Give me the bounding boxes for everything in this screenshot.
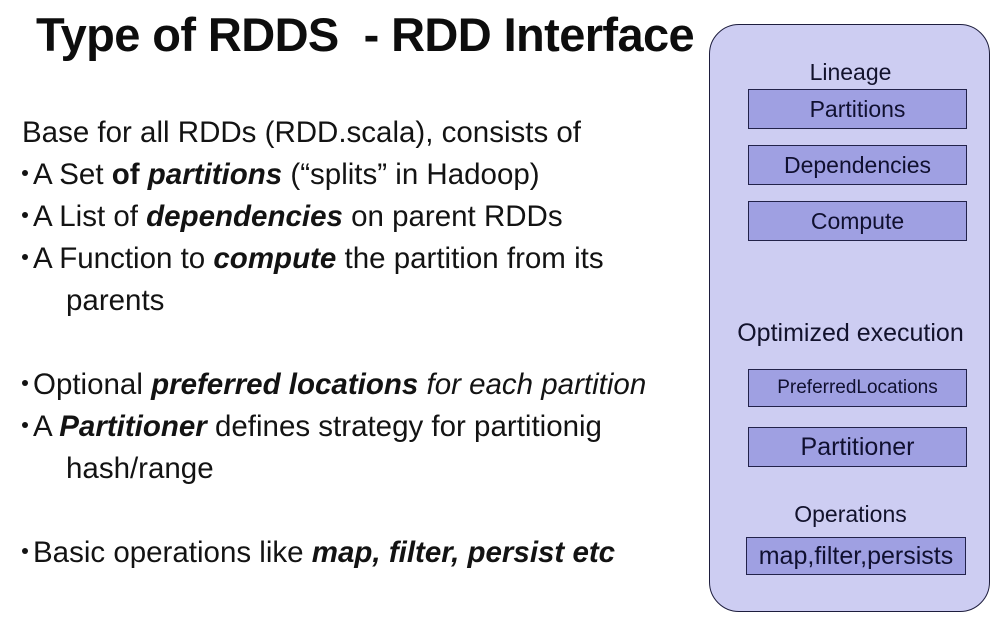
spacer (20, 322, 696, 364)
text-segment: (“splits” in Hadoop) (282, 158, 540, 191)
list-item: A Partitioner defines strategy for parti… (20, 406, 696, 448)
continuation-text: parents (66, 284, 165, 317)
text-segment: compute (213, 242, 337, 275)
text-segment: Partitioner (59, 410, 207, 443)
panel-box-preferred-locations[interactable]: PreferredLocations (748, 369, 967, 407)
list-item-text: A Set of partitions (“splits” in Hadoop) (33, 158, 540, 191)
list-item-text: Basic operations like map, filter, persi… (33, 536, 615, 569)
text-segment: A Function to (33, 242, 214, 275)
bullet-dot-icon (22, 422, 28, 428)
rdd-interface-panel: Lineage Partitions Dependencies Compute … (709, 24, 990, 612)
list-item-continuation: parents (20, 280, 696, 322)
text-segment: defines strategy for partitionig (206, 410, 602, 443)
text-segment: of (111, 158, 148, 191)
intro-text: Base for all RDDs (RDD.scala), consists … (22, 116, 582, 149)
bullet-dot-icon (22, 254, 28, 260)
text-segment: preferred locations (151, 368, 419, 401)
bullet-dot-icon (22, 170, 28, 176)
list-item-text: A Function to compute the partition from… (33, 242, 604, 275)
text-segment: A (33, 410, 60, 443)
group-label-optimized-execution: Optimized execution (737, 319, 964, 347)
list-item-continuation: hash/range (20, 448, 696, 490)
list-item-text: A Partitioner defines strategy for parti… (33, 410, 602, 443)
bullet-list: Base for all RDDs (RDD.scala), consists … (20, 112, 696, 574)
list-item: Optional preferred locations for each pa… (20, 364, 696, 406)
text-segment: Basic operations like (33, 536, 312, 569)
slide-left-column: Type of RDDS - RDD Interface Base for al… (20, 8, 696, 574)
list-item: A Function to compute the partition from… (20, 238, 696, 280)
text-segment: dependencies (146, 200, 343, 233)
list-item: A List of dependencies on parent RDDs (20, 196, 696, 238)
text-segment: partitions (147, 158, 283, 191)
text-segment: the partition from its (336, 242, 604, 275)
bullet-dot-icon (22, 380, 28, 386)
text-segment: on parent RDDs (342, 200, 563, 233)
panel-box-partitioner[interactable]: Partitioner (748, 427, 967, 467)
text-segment: Optional (33, 368, 152, 401)
list-item: A Set of partitions (“splits” in Hadoop) (20, 154, 696, 196)
panel-box-dependencies[interactable]: Dependencies (748, 145, 967, 185)
text-segment: map, filter, persist etc (311, 536, 616, 569)
panel-box-operations[interactable]: map,filter,persists (746, 537, 966, 575)
text-segment: A Set (33, 158, 112, 191)
continuation-text: hash/range (66, 452, 214, 485)
spacer (20, 490, 696, 532)
intro-line: Base for all RDDs (RDD.scala), consists … (20, 112, 696, 154)
bullet-dot-icon (22, 212, 28, 218)
text-segment: A List of (33, 200, 147, 233)
bullet-dot-icon (22, 548, 28, 554)
list-item-text: A List of dependencies on parent RDDs (33, 200, 563, 233)
list-item-text: Optional preferred locations for each pa… (33, 368, 646, 401)
group-label-lineage: Lineage (809, 59, 892, 85)
panel-box-partitions[interactable]: Partitions (748, 89, 967, 129)
page-title: Type of RDDS - RDD Interface (36, 8, 695, 61)
group-label-operations: Operations (794, 501, 907, 527)
list-item: Basic operations like map, filter, persi… (20, 532, 696, 574)
text-segment: for each partition (418, 368, 647, 401)
panel-box-compute[interactable]: Compute (748, 201, 967, 241)
